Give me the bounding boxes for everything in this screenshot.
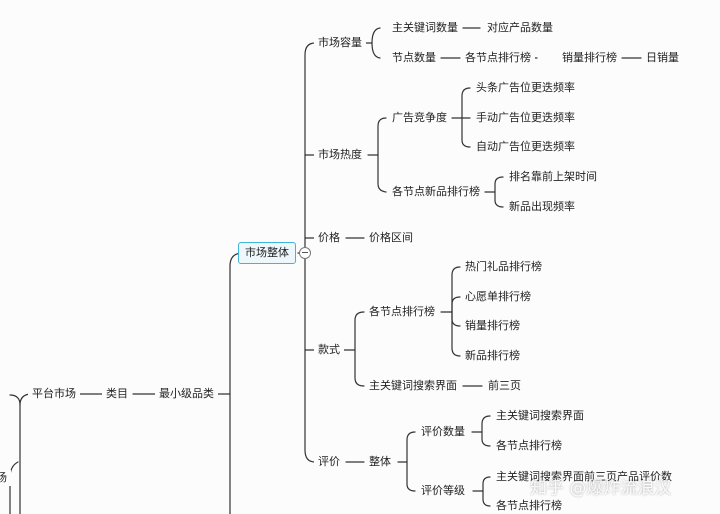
node-new-ranking[interactable]: 新品排行榜	[461, 348, 524, 364]
node-top-ad-frequency[interactable]: 头条广告位更迭频率	[472, 80, 579, 96]
node-main-keyword-count[interactable]: 主关键词数量	[388, 20, 462, 36]
node-first-three-pages[interactable]: 前三页	[484, 378, 525, 394]
node-daily-sales[interactable]: 日销量	[642, 50, 683, 66]
node-review-count[interactable]: 评价数量	[417, 424, 469, 440]
node-review[interactable]: 评价	[314, 454, 344, 470]
node-market-overall[interactable]: 市场整体	[238, 242, 296, 264]
watermark-text: 知乎 @爆炸流浪汉	[530, 478, 672, 499]
node-review-keyword-search-page[interactable]: 主关键词搜索界面	[492, 408, 588, 424]
node-manual-ad-frequency[interactable]: 手动广告位更迭频率	[472, 110, 579, 126]
node-hot-gift-ranking[interactable]: 热门礼品排行榜	[461, 259, 546, 275]
node-category[interactable]: 类目	[102, 386, 132, 402]
node-review-level-node-ranking[interactable]: 各节点排行榜	[492, 498, 566, 514]
node-smallest-category[interactable]: 最小级品类	[155, 386, 218, 402]
node-node-ranking[interactable]: 各节点排行榜	[461, 50, 535, 66]
node-review-overall[interactable]: 整体	[365, 454, 395, 470]
node-new-product-frequency[interactable]: 新品出现频率	[505, 199, 579, 215]
node-market-heat[interactable]: 市场热度	[314, 147, 366, 163]
node-review-level[interactable]: 评价等级	[417, 483, 469, 499]
node-ad-competition[interactable]: 广告竞争度	[388, 110, 451, 126]
node-style-node-ranking[interactable]: 各节点排行榜	[365, 304, 439, 320]
root-partial-node[interactable]: 场	[0, 470, 11, 486]
node-main-keyword-search-page[interactable]: 主关键词搜索界面	[365, 378, 461, 394]
node-price-range[interactable]: 价格区间	[365, 230, 417, 246]
node-review-node-ranking[interactable]: 各节点排行榜	[492, 438, 566, 454]
node-platform-market[interactable]: 平台市场	[28, 386, 80, 402]
node-style-sales-ranking[interactable]: 销量排行榜	[461, 318, 524, 334]
node-auto-ad-frequency[interactable]: 自动广告位更迭频率	[472, 139, 579, 155]
node-price[interactable]: 价格	[314, 230, 344, 246]
node-review-level-keyword[interactable]: 主关键词搜索界面前三页产品评价数	[492, 469, 716, 485]
node-style[interactable]: 款式	[314, 342, 344, 358]
collapse-toggle[interactable]	[299, 247, 311, 259]
node-market-capacity[interactable]: 市场容量	[314, 35, 366, 51]
node-node-new-ranking[interactable]: 各节点新品排行榜	[388, 184, 484, 200]
node-matching-product-count[interactable]: 对应产品数量	[483, 20, 557, 36]
node-sales-ranking[interactable]: 销量排行榜	[558, 50, 621, 66]
node-node-count[interactable]: 节点数量	[388, 50, 440, 66]
node-wishlist-ranking[interactable]: 心愿单排行榜	[461, 289, 535, 305]
node-top-rank-listing-time[interactable]: 排名靠前上架时间	[505, 169, 601, 185]
